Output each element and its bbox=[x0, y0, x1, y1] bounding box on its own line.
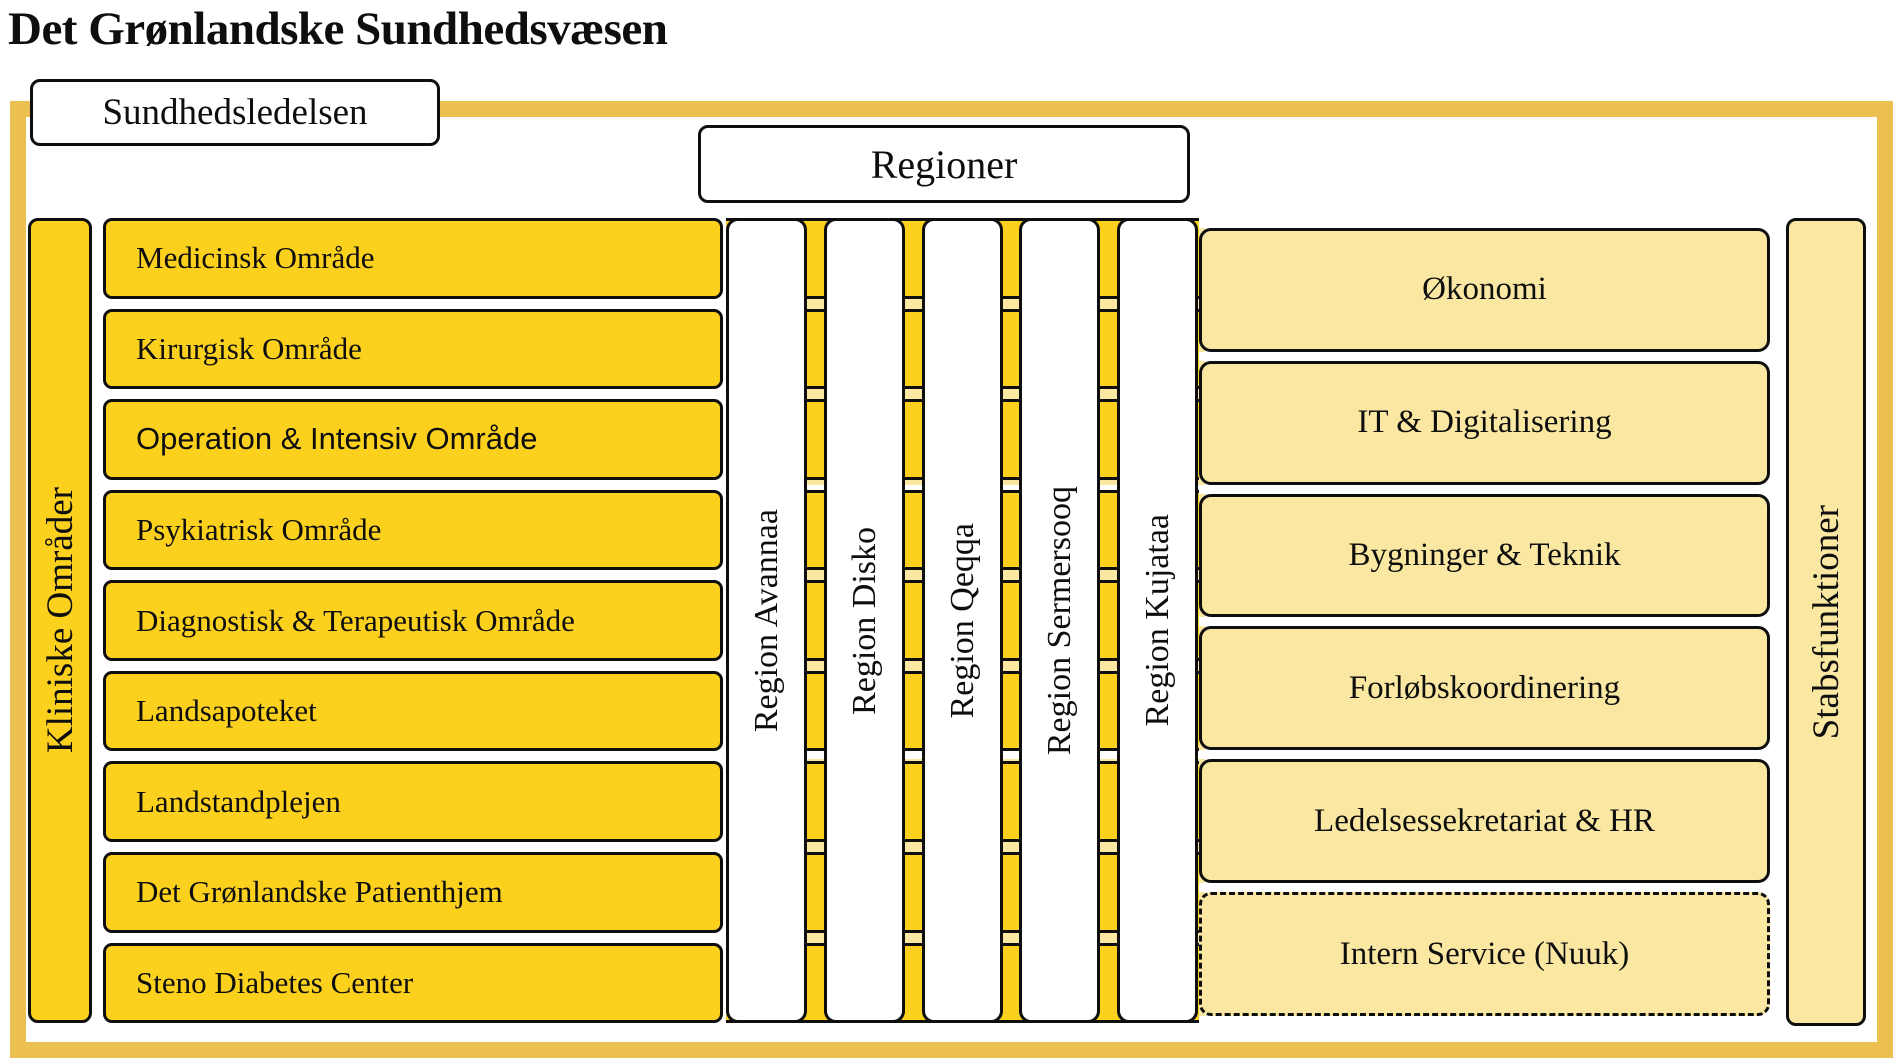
region-column-label: Region Disko bbox=[845, 526, 883, 715]
clinical-areas-bar-label: Kliniske Områder bbox=[39, 487, 81, 754]
staff-box-label: Bygninger & Teknik bbox=[1348, 537, 1621, 574]
clinical-row: Psykiatrisk Område bbox=[103, 489, 723, 571]
region-column: Region Disko bbox=[824, 218, 905, 1023]
clinical-areas-bar: Kliniske Områder bbox=[28, 218, 92, 1023]
staff-functions-bar-label: Stabsfunktioner bbox=[1805, 504, 1847, 740]
region-column: Region Kujataa bbox=[1117, 218, 1198, 1023]
clinical-row-label: Psykiatrisk Område bbox=[136, 511, 382, 547]
org-chart-frame bbox=[10, 101, 1893, 1058]
leadership-box: Sundhedsledelsen bbox=[30, 79, 440, 146]
clinical-row-label: Diagnostisk & Terapeutisk Område bbox=[136, 602, 575, 638]
page-title: Det Grønlandske Sundhedsvæsen bbox=[8, 3, 668, 55]
clinical-row-label: Steno Diabetes Center bbox=[136, 964, 414, 1000]
clinical-row-label: Landstandplejen bbox=[136, 783, 341, 819]
staff-box: Økonomi bbox=[1199, 228, 1770, 352]
region-column-label: Region Kujataa bbox=[1138, 514, 1176, 727]
region-column: Region Qeqqa bbox=[922, 218, 1003, 1023]
staff-box-label: Intern Service (Nuuk) bbox=[1339, 935, 1630, 972]
clinical-row: Steno Diabetes Center bbox=[103, 942, 723, 1024]
clinical-row: Medicinsk Område bbox=[103, 218, 723, 299]
staff-functions-bar: Stabsfunktioner bbox=[1786, 218, 1866, 1026]
region-column-label: Region Qeqqa bbox=[943, 522, 981, 719]
clinical-row-label: Det Grønlandske Patienthjem bbox=[136, 874, 503, 910]
region-column: Region Avannaa bbox=[726, 218, 807, 1023]
region-column-label: Region Sermersooq bbox=[1040, 485, 1078, 756]
staff-box-label: IT & Digitalisering bbox=[1357, 404, 1612, 441]
clinical-row: Kirurgisk Område bbox=[103, 308, 723, 390]
regions-header-box: Regioner bbox=[698, 125, 1190, 203]
staff-box: Bygninger & Teknik bbox=[1199, 493, 1770, 618]
staff-box: IT & Digitalisering bbox=[1199, 360, 1770, 485]
leadership-label: Sundhedsledelsen bbox=[102, 92, 368, 133]
staff-box-label: Ledelsessekretariat & HR bbox=[1314, 802, 1655, 839]
region-column-label: Region Avannaa bbox=[747, 508, 785, 733]
clinical-row: Diagnostisk & Terapeutisk Område bbox=[103, 580, 723, 661]
clinical-row: Landsapoteket bbox=[103, 670, 723, 752]
regions-header-label: Regioner bbox=[870, 141, 1018, 187]
staff-box-label: Økonomi bbox=[1422, 271, 1547, 308]
clinical-row: Det Grønlandske Patienthjem bbox=[103, 851, 723, 933]
staff-box: Ledelsessekretariat & HR bbox=[1199, 759, 1770, 884]
clinical-row-label: Operation & Intensiv Område bbox=[136, 421, 538, 457]
staff-box-label: Forløbskoordinering bbox=[1348, 669, 1621, 706]
clinical-row-label: Medicinsk Område bbox=[136, 240, 375, 276]
clinical-row: Operation & Intensiv Område bbox=[103, 399, 723, 480]
clinical-row: Landstandplejen bbox=[103, 761, 723, 842]
region-column: Region Sermersooq bbox=[1019, 218, 1100, 1023]
staff-box: Intern Service (Nuuk) bbox=[1199, 892, 1770, 1016]
clinical-row-label: Landsapoteket bbox=[136, 693, 317, 729]
clinical-row-label: Kirurgisk Område bbox=[136, 330, 362, 366]
staff-box: Forløbskoordinering bbox=[1199, 626, 1770, 751]
